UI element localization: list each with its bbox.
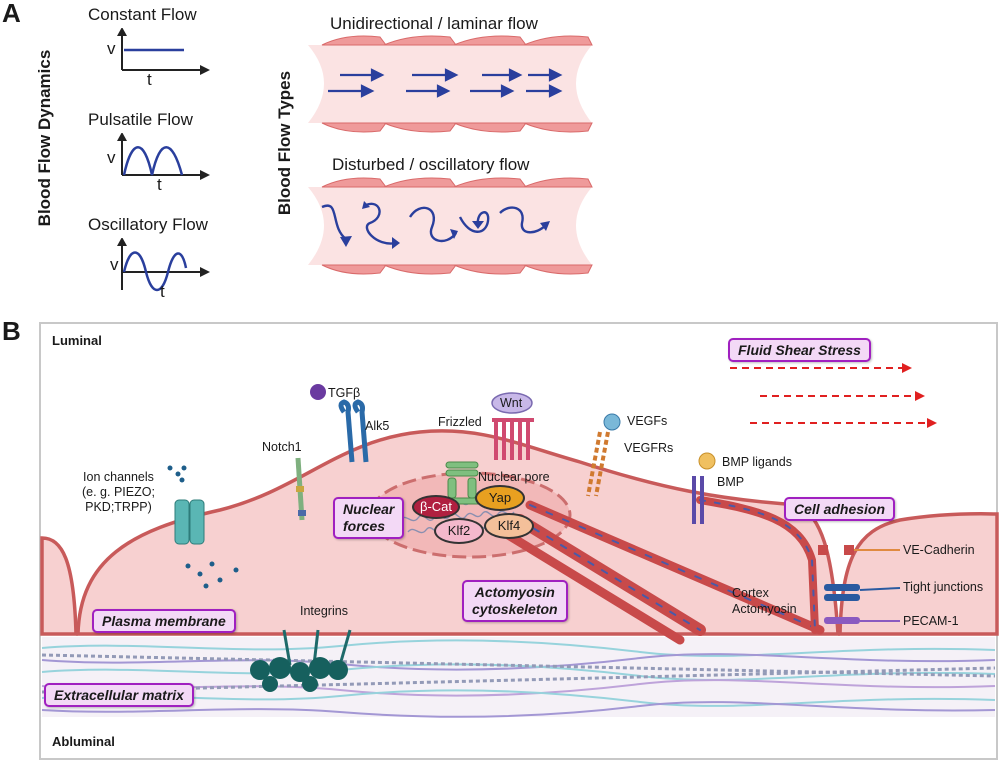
ion-channel <box>167 465 239 589</box>
panel-b-letter: B <box>2 316 21 346</box>
pulsatile-flow-title: Pulsatile Flow <box>88 110 193 129</box>
pecam-1 <box>824 617 900 624</box>
laminar-vessel <box>308 35 593 133</box>
left-neighbour-cell <box>40 536 78 636</box>
nuclear-forces-box: Nuclear forces <box>333 497 405 539</box>
wnt-ligand <box>491 392 533 414</box>
tight-junctions-label: Tight junctions <box>903 580 984 594</box>
oscillatory-flow-title: Oscillatory Flow <box>88 215 208 234</box>
ion-channels-label: Ion channels (e. g. PIEZO; PKD;TRPP) <box>82 470 155 514</box>
disturbed-flow-title: Disturbed / oscillatory flow <box>332 155 530 174</box>
notch1-label: Notch1 <box>262 440 302 454</box>
pulsatile-flow-graph <box>117 133 210 180</box>
oscillatory-flow-t-label: t <box>160 282 165 301</box>
shear-stress-arrowheads <box>902 363 937 428</box>
tgfb-label: TGFβ <box>328 386 361 400</box>
fluid-shear-stress-box: Fluid Shear Stress <box>728 338 871 362</box>
constant-flow-title: Constant Flow <box>88 5 197 24</box>
vegfr-receptor <box>586 413 621 497</box>
constant-flow-graph <box>117 28 210 75</box>
vegfs-label: VEGFs <box>627 414 668 428</box>
abluminal-label: Abluminal <box>52 734 115 749</box>
cortex-actomyosin-label: Cortex Actomyosin <box>732 586 797 616</box>
cell-adhesion-box: Cell adhesion <box>784 497 896 521</box>
ve-cadherin-label: VE-Cadherin <box>903 543 975 557</box>
panel-a-letter: A <box>2 0 21 28</box>
frizzled-receptor <box>492 418 534 460</box>
extracellular-matrix-box: Extracellular matrix <box>44 683 194 707</box>
notch1-receptor <box>295 457 306 521</box>
tight-junctions <box>824 584 901 601</box>
disturbed-vessel <box>308 177 593 275</box>
wnt-label: Wnt <box>500 396 523 410</box>
laminar-flow-title: Unidirectional / laminar flow <box>330 14 538 33</box>
extracellular-matrix <box>41 637 996 718</box>
constant-flow-t-label: t <box>147 70 152 89</box>
pulsatile-flow-v-label: v <box>107 148 116 167</box>
bmp-receptor <box>692 452 716 524</box>
pecam-1-label: PECAM-1 <box>903 614 959 628</box>
actomyosin-cytoskeleton-box: Actomyosin cytoskeleton <box>462 580 568 622</box>
beta-cat-factor: β-Cat <box>412 495 460 519</box>
alk5-label: Alk5 <box>365 419 390 433</box>
shear-stress-arrows <box>730 367 930 424</box>
luminal-label: Luminal <box>52 333 102 348</box>
ve-cadherin <box>818 545 900 555</box>
actomyosin-fibers <box>495 496 825 645</box>
plasma-membrane-box: Plasma membrane <box>92 609 236 633</box>
alk5-receptor <box>310 384 369 463</box>
pulsatile-flow-t-label: t <box>157 175 162 194</box>
klf2-factor: Klf2 <box>434 518 484 544</box>
oscillatory-flow-v-label: v <box>110 255 119 274</box>
bmp-label: BMP <box>717 475 745 489</box>
nuclear-pore-label: Nuclear pore <box>478 470 550 484</box>
integrins <box>250 629 352 692</box>
oscillatory-flow-graph <box>117 238 210 292</box>
integrins-label: Integrins <box>300 604 348 618</box>
yap-factor: Yap <box>475 485 525 511</box>
vessel-diagrams <box>308 35 593 275</box>
frizzled-label: Frizzled <box>438 415 482 429</box>
bmp-ligands-label: BMP ligands <box>722 455 792 469</box>
vegfrs-label: VEGFRs <box>624 441 674 455</box>
klf4-factor: Klf4 <box>484 513 534 539</box>
constant-flow-v-label: v <box>107 39 116 58</box>
right-neighbour-cell <box>838 512 999 636</box>
